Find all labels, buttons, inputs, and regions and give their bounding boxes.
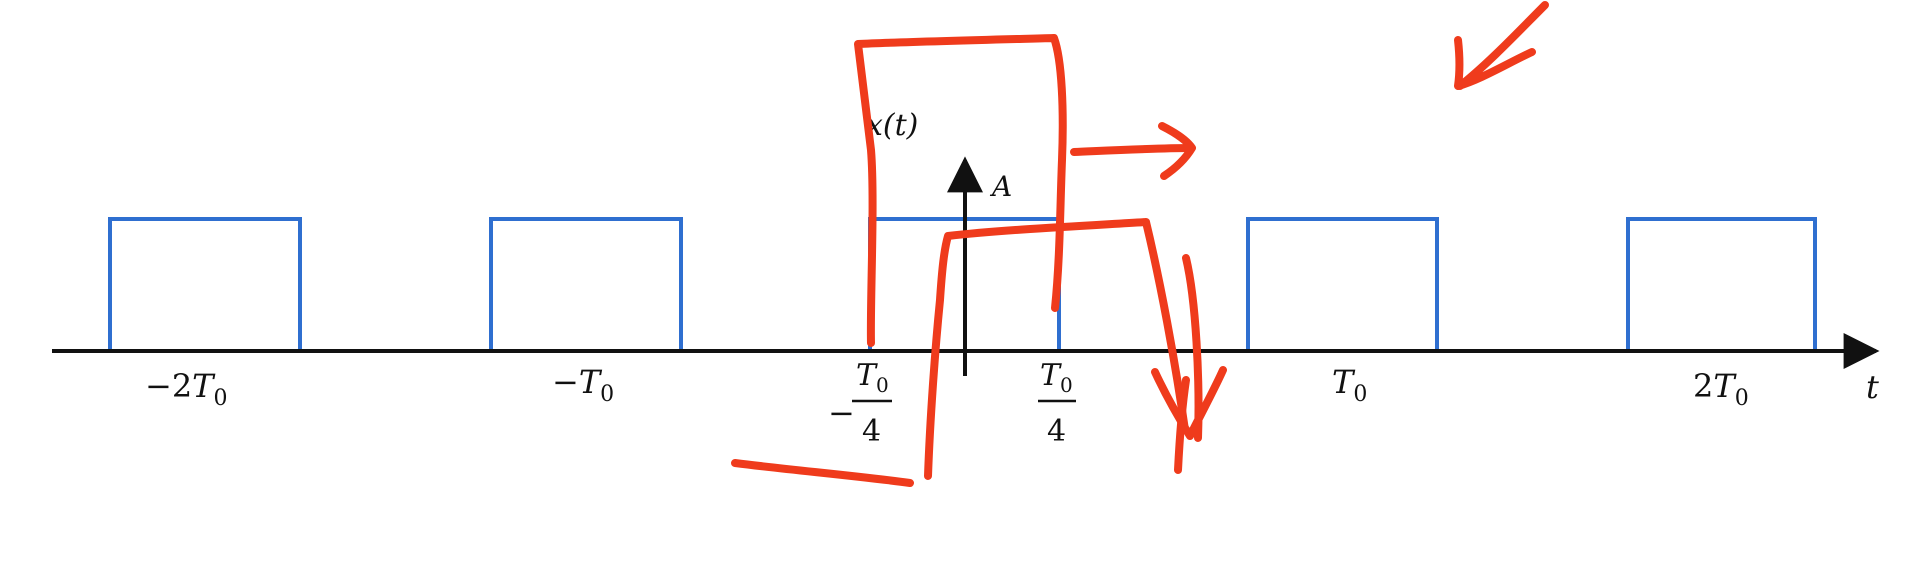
pulse-minus-2T0	[108, 217, 302, 351]
pulse-plus-2T0	[1626, 217, 1817, 351]
annotation-vertical-stroke	[1174, 376, 1190, 474]
tick-label-2T0: 2T0	[1693, 367, 1749, 411]
annotation-top-right-arrow	[1454, 1, 1549, 90]
svg-text:4: 4	[1047, 414, 1066, 449]
svg-text:T0: T0	[1040, 358, 1073, 397]
annotation-right-arrow	[1070, 122, 1196, 180]
signal-label: x(t)	[866, 108, 918, 143]
annotation-wide-box	[854, 34, 1067, 347]
svg-text:4: 4	[862, 414, 881, 449]
svg-text:T0: T0	[856, 358, 889, 397]
annotation-bottom-stroke	[731, 459, 914, 487]
tick-label-minus-T0: −T0	[552, 363, 614, 407]
svg-text:−: −	[828, 394, 855, 432]
annotation-narrow-box	[924, 218, 1189, 480]
periodic-pulse-train	[108, 217, 1817, 351]
amplitude-label: A	[989, 170, 1012, 203]
tick-label-minus-2T0: −2T0	[145, 367, 228, 411]
pulse-plus-T0	[1246, 217, 1439, 351]
time-axis-label: t	[1866, 368, 1879, 406]
tick-label-T0: T0	[1332, 363, 1367, 407]
handwritten-annotations	[731, 1, 1549, 487]
tick-label-minus-T0-over-4: − T0 4	[828, 358, 892, 449]
annotation-down-stroke	[1151, 254, 1227, 442]
pulse-minus-T0	[489, 217, 683, 351]
tick-label-T0-over-4: T0 4	[1038, 358, 1076, 449]
